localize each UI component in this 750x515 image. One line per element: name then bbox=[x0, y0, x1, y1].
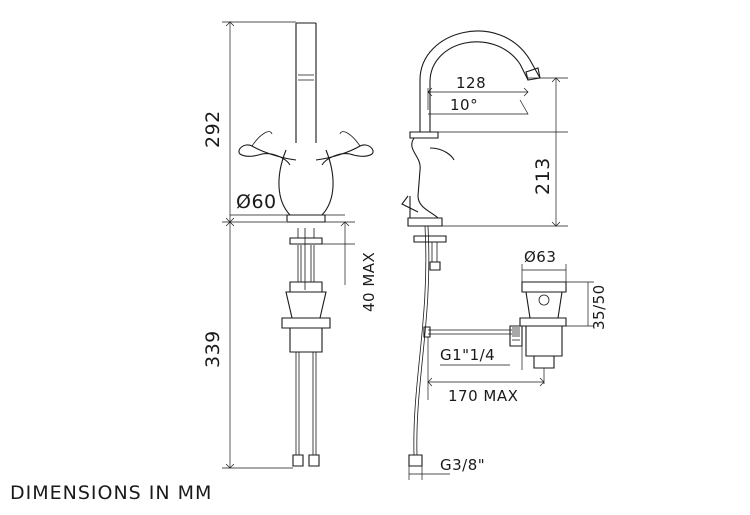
dim-deck-max-label: 40 MAX bbox=[360, 252, 378, 312]
dim-reach-label: 128 bbox=[456, 74, 486, 92]
front-dimensions bbox=[222, 21, 355, 469]
side-dim-labels: 128 10° 213 Ø63 35/50 G1"1/4 170 MAX G3/… bbox=[440, 74, 608, 474]
front-dim-labels: 292 339 Ø60 40 MAX bbox=[202, 110, 378, 368]
dim-waste-diameter-label: Ø63 bbox=[524, 248, 556, 266]
dim-waste-thread-label: G1"1/4 bbox=[440, 346, 495, 364]
dim-213-label: 213 bbox=[532, 157, 554, 195]
dim-base-diameter-label: Ø60 bbox=[236, 191, 277, 213]
side-dimensions bbox=[408, 77, 594, 480]
side-view bbox=[401, 30, 567, 467]
dim-supply-thread-label: G3/8" bbox=[440, 456, 485, 474]
dim-292-label: 292 bbox=[202, 110, 224, 148]
dim-waste-height-label: 35/50 bbox=[590, 284, 608, 330]
front-view bbox=[238, 22, 374, 467]
dim-angle-label: 10° bbox=[450, 96, 478, 114]
drawing-title: DIMENSIONS IN MM bbox=[10, 482, 213, 504]
dim-rod-max-label: 170 MAX bbox=[448, 387, 518, 405]
dim-339-label: 339 bbox=[202, 330, 224, 368]
